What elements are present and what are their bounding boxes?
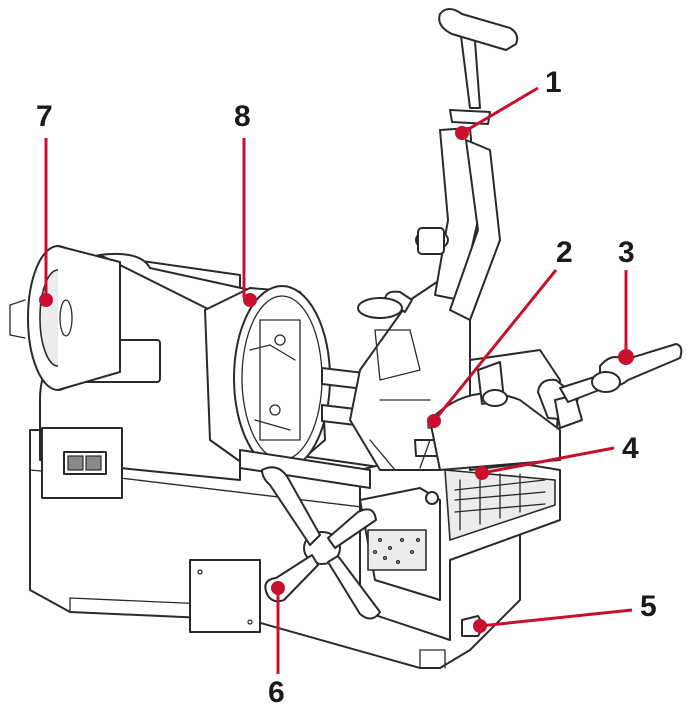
callout-dot-4 bbox=[475, 466, 489, 480]
side-access-panel bbox=[189, 559, 261, 633]
front-hammer-chuck bbox=[204, 285, 331, 471]
callout-number-8: 8 bbox=[234, 100, 251, 133]
die-head-assembly bbox=[349, 8, 519, 471]
callout-dot-6 bbox=[271, 581, 285, 595]
callout-number-5: 5 bbox=[640, 590, 657, 623]
callout-dot-3 bbox=[618, 349, 634, 365]
rear-centering-chuck bbox=[9, 245, 121, 391]
callout-dot-1 bbox=[455, 126, 469, 140]
leader-line-4 bbox=[481, 446, 615, 475]
callout-number-1: 1 bbox=[545, 66, 562, 99]
cutter-feed-lever bbox=[559, 343, 683, 403]
callout-number-4: 4 bbox=[622, 432, 639, 465]
callout-markers bbox=[39, 126, 634, 633]
leader-line-2 bbox=[432, 269, 558, 422]
callout-number-3: 3 bbox=[618, 236, 635, 269]
callout-dot-7 bbox=[39, 293, 53, 307]
callout-dot-5 bbox=[473, 619, 487, 633]
die-head-support bbox=[429, 349, 583, 471]
callout-dot-2 bbox=[427, 414, 441, 428]
callout-leaders bbox=[44, 86, 633, 674]
leader-line-1 bbox=[461, 86, 539, 135]
callout-number-2: 2 bbox=[556, 236, 573, 269]
callout-number-6: 6 bbox=[268, 676, 285, 706]
leader-line-5 bbox=[479, 608, 633, 628]
callout-number-7: 7 bbox=[36, 100, 53, 133]
callout-dot-8 bbox=[243, 293, 257, 307]
